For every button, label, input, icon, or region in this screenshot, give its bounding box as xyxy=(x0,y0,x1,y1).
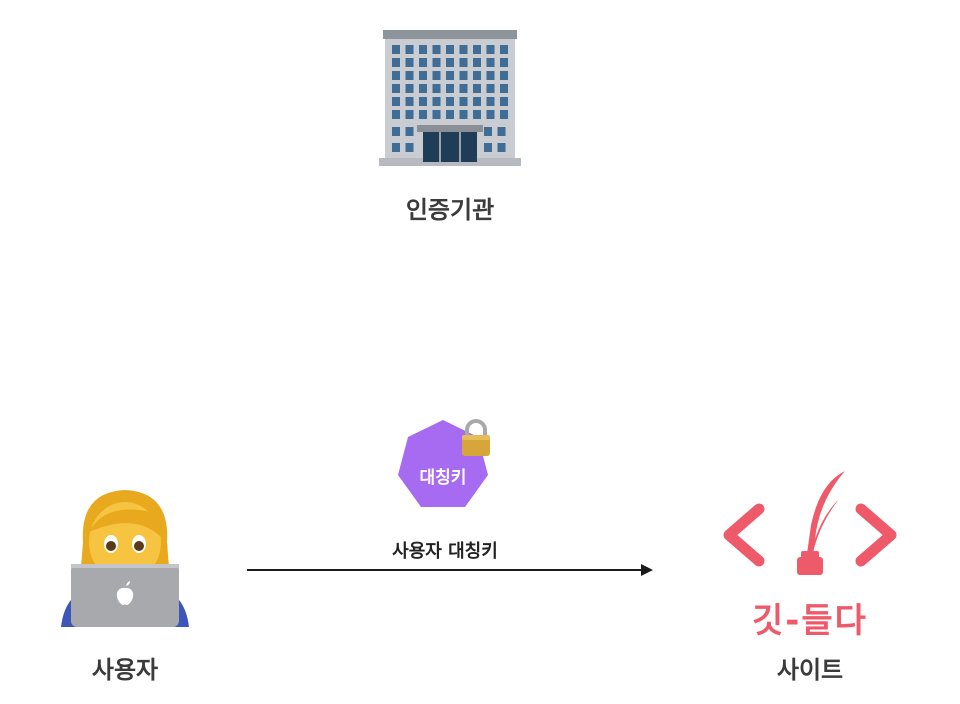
authority-node: 인증기관 xyxy=(370,20,530,224)
authority-label: 인증기관 xyxy=(405,196,495,224)
lock-icon xyxy=(462,419,490,456)
arrow-label: 사용자 대칭키 xyxy=(392,541,498,562)
user-label: 사용자 xyxy=(91,656,159,684)
woman-with-laptop-icon xyxy=(61,490,189,627)
site-label: 사이트 xyxy=(776,656,844,684)
site-logo-text: 깃-들다 xyxy=(752,601,868,641)
symmetric-key-badge: 대칭키 xyxy=(393,415,493,515)
code-quill-logo-icon xyxy=(723,471,897,575)
site-node: 깃-들다 사이트 xyxy=(710,465,910,690)
office-building-icon xyxy=(379,30,521,166)
user-to-site-arrow xyxy=(247,564,653,576)
user-node: 사용자 xyxy=(50,480,200,690)
symmetric-key-badge-text: 대칭키 xyxy=(419,468,467,488)
